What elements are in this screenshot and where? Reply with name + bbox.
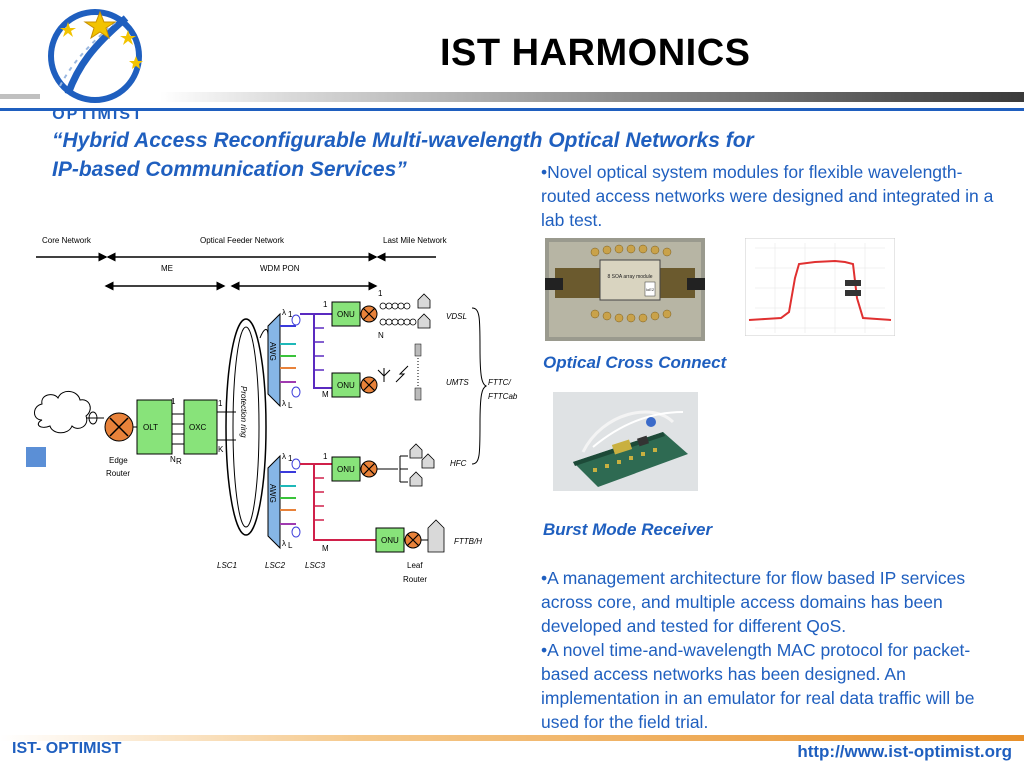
- optical-cross-connect-caption: Optical Cross Connect: [543, 353, 727, 372]
- mobile-icon-1: [414, 343, 422, 357]
- house-icon-4: [421, 453, 435, 469]
- olt-label: OLT: [143, 423, 158, 432]
- last-mile-network-label: Last Mile Network: [383, 236, 448, 245]
- upper-lambda-l: λ: [282, 399, 286, 408]
- subtitle-line-2: IP-based Communication Services”: [52, 158, 407, 181]
- upper-bus-port-1: 1: [323, 300, 328, 309]
- optical-feeder-network-label: Optical Feeder Network: [200, 236, 285, 245]
- oxc-label: OXC: [189, 423, 207, 432]
- onu-box-1: [331, 301, 361, 327]
- fttc-label-2: FTTCab: [488, 392, 518, 401]
- olt-port-n-sub: R: [176, 457, 182, 466]
- lsc2-label: LSC2: [265, 561, 286, 570]
- core-cloud-icon: [34, 391, 91, 434]
- onu-box-4: [375, 527, 405, 553]
- management-bullet-2: •A novel time-and-wavelength MAC protoco…: [541, 640, 975, 732]
- soa-module-label: 8 SOA array module: [607, 274, 652, 280]
- lower-lambda-l: λ: [282, 539, 286, 548]
- house-icon-5: [409, 471, 423, 487]
- upper-lambda-1: λ: [282, 308, 286, 317]
- intro-bullet: •Novel optical system modules for flexib…: [541, 162, 994, 230]
- protection-ring-label: Protection ring: [239, 386, 248, 438]
- onu-4-label: ONU: [381, 536, 399, 545]
- onu-1-port-n: N: [378, 331, 384, 340]
- fttc-brace: [471, 307, 488, 465]
- onu-box-2: [331, 372, 361, 398]
- vdsl-label: VDSL: [446, 312, 467, 321]
- lower-bus-port-m: M: [322, 544, 329, 553]
- oscilloscope-trace-photo: [744, 237, 896, 337]
- onu-1-label: ONU: [337, 310, 355, 319]
- lower-lambda-l-sub: L: [288, 541, 293, 550]
- lower-lambda-1: λ: [282, 452, 286, 461]
- edge-router-icon: [104, 412, 134, 442]
- lower-bus-port-1: 1: [323, 452, 328, 461]
- core-network-label: Core Network: [42, 236, 92, 245]
- page-title: IST HARMONICS: [440, 32, 751, 74]
- optimist-logo: OPTIMIST: [38, 6, 158, 124]
- olt-port-n: N: [170, 455, 176, 464]
- footer-gradient-bar: [0, 735, 1024, 741]
- edge-router-label-2: Router: [106, 469, 130, 478]
- onu-3-label: ONU: [337, 465, 355, 474]
- edge-router-label-1: Edge: [109, 456, 128, 465]
- upper-bus-port-m: M: [322, 390, 329, 399]
- lower-awg-label: AWG: [268, 484, 277, 503]
- leaf-router-label-1: Leaf: [407, 561, 423, 570]
- burst-mode-receiver-caption: Burst Mode Receiver: [543, 520, 713, 539]
- upper-lambda-1-sub: 1: [288, 310, 293, 319]
- header-gradient-bar: [160, 92, 1024, 102]
- olt-port-1: 1: [171, 397, 176, 406]
- footer-website-link[interactable]: http://www.ist-optimist.org: [797, 742, 1012, 761]
- onu-2-label: ONU: [337, 381, 355, 390]
- soa-module-photo: 8 SOA array module IoE2: [545, 238, 705, 341]
- mobile-icon-2: [414, 387, 422, 401]
- upper-awg: [267, 312, 281, 408]
- header-blue-rule: [0, 108, 1024, 111]
- lsc1-label: LSC1: [217, 561, 237, 570]
- project-subtitle: “Hybrid Access Reconfigurable Multi-wave…: [52, 126, 932, 184]
- soa-module-tag: IoE2: [646, 287, 655, 292]
- fttc-label-1: FTTC/: [488, 378, 511, 387]
- house-icon-1: [417, 293, 431, 309]
- house-icon-2: [417, 313, 431, 329]
- oxc-port-1: 1: [218, 399, 223, 408]
- umts-label: UMTS: [446, 378, 469, 387]
- subtitle-line-1: “Hybrid Access Reconfigurable Multi-wave…: [52, 129, 754, 152]
- antenna-icon: [377, 368, 391, 382]
- leaf-router-icon: [404, 531, 422, 549]
- wdm-pon-label: WDM PON: [260, 264, 300, 273]
- olt-box: [136, 399, 173, 455]
- leaf-router-label-2: Router: [403, 575, 427, 584]
- oxc-port-k: K: [218, 445, 224, 454]
- onu-1-port-1: 1: [378, 289, 383, 298]
- management-bullets: •A management architecture for flow base…: [541, 566, 1011, 734]
- protection-ring: [225, 318, 267, 536]
- footer-project-name: IST- OPTIMIST: [12, 740, 122, 757]
- oxc-box: [183, 399, 218, 455]
- burst-mode-receiver-photo: [553, 392, 698, 491]
- me-label: ME: [161, 264, 173, 273]
- fttb-label: FTTB/H: [454, 537, 482, 546]
- blue-square-marker: [26, 447, 46, 467]
- lsc3-label: LSC3: [305, 561, 326, 570]
- upper-lambda-l-sub: L: [288, 401, 293, 410]
- lower-awg: [267, 454, 281, 550]
- management-bullet-1: •A management architecture for flow base…: [541, 568, 966, 636]
- onu-box-3: [331, 456, 361, 482]
- lower-lambda-1-sub: 1: [288, 454, 293, 463]
- hfc-label: HFC: [450, 459, 467, 468]
- upper-awg-label: AWG: [268, 342, 277, 361]
- header-left-rule: [0, 94, 40, 99]
- house-icon-3: [409, 443, 423, 459]
- building-icon: [427, 519, 445, 553]
- network-architecture-diagram: Core Network Optical Feeder Network Last…: [24, 228, 524, 590]
